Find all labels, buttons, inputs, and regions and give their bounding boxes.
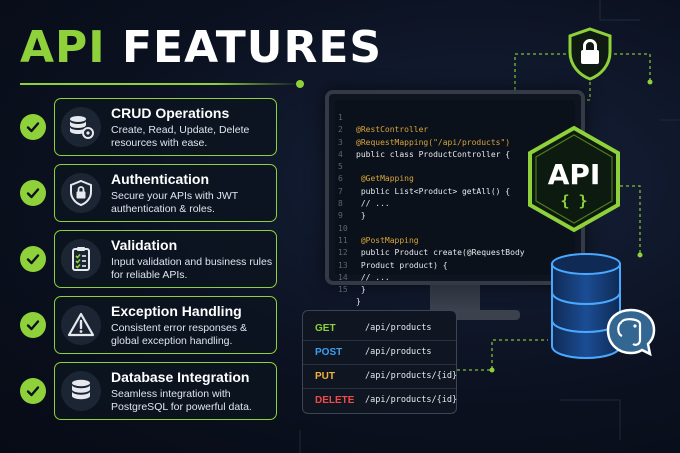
check-icon bbox=[20, 180, 46, 206]
feature-exception-handling: Exception Handling Consistent error resp… bbox=[20, 296, 278, 354]
endpoint-path: /api/products bbox=[365, 323, 432, 333]
code-line: 8 // ... bbox=[338, 199, 390, 209]
endpoint-path: /api/products/{id} bbox=[365, 371, 458, 381]
api-badge-label: API bbox=[547, 158, 601, 191]
check-icon bbox=[20, 246, 46, 272]
check-icon bbox=[20, 312, 46, 338]
code-line: 10 bbox=[338, 223, 348, 233]
feature-validation: Validation Input validation and business… bbox=[20, 230, 278, 288]
endpoints-panel: GET /api/products POST /api/products PUT… bbox=[302, 310, 457, 414]
code-line: 7 public List<Product> getAll() { bbox=[338, 186, 511, 196]
title-highlight: API bbox=[20, 22, 106, 73]
warning-icon bbox=[61, 305, 101, 345]
feature-title: Authentication bbox=[111, 171, 209, 187]
code-line: 1 bbox=[338, 113, 343, 122]
code-line: 15 } bbox=[338, 285, 366, 295]
feature-description: Input validation and business rules for … bbox=[111, 256, 273, 281]
title-underline bbox=[20, 83, 300, 85]
code-line: 12 public Product create(@RequestBody bbox=[338, 248, 525, 258]
http-method: PUT bbox=[315, 371, 335, 382]
feature-title: Validation bbox=[111, 237, 178, 253]
title-underline-dot bbox=[296, 80, 304, 88]
database-gear-icon bbox=[61, 107, 101, 147]
api-hexagon-icon bbox=[528, 125, 620, 233]
endpoint-row-delete: DELETE /api/products/{id} bbox=[303, 389, 458, 413]
code-line: 11 @PostMapping bbox=[338, 235, 419, 245]
code-line: 13 Product product) { bbox=[338, 260, 448, 270]
code-line: 2@RestController bbox=[338, 125, 429, 135]
code-line: } bbox=[356, 297, 361, 307]
api-badge-braces: { } bbox=[560, 192, 588, 210]
lock-shield-icon bbox=[61, 173, 101, 213]
check-icon bbox=[20, 378, 46, 404]
code-line: 9 } bbox=[338, 211, 366, 221]
http-method: DELETE bbox=[315, 395, 355, 406]
feature-description: Secure your APIs with JWT authentication… bbox=[111, 190, 239, 215]
monitor-stand bbox=[430, 285, 480, 311]
endpoint-path: /api/products bbox=[365, 347, 432, 357]
feature-card: CRUD Operations Create, Read, Update, De… bbox=[54, 98, 277, 156]
endpoint-row-put: PUT /api/products/{id} bbox=[303, 365, 458, 389]
feature-description: Seamless integration with PostgreSQL for… bbox=[111, 388, 252, 413]
endpoint-row-post: POST /api/products bbox=[303, 341, 456, 365]
feature-card: Validation Input validation and business… bbox=[54, 230, 277, 288]
feature-crud: CRUD Operations Create, Read, Update, De… bbox=[20, 98, 278, 156]
endpoint-row-get: GET /api/products bbox=[303, 317, 456, 341]
database-stack-icon bbox=[551, 253, 621, 360]
feature-database-integration: Database Integration Seamless integratio… bbox=[20, 362, 278, 420]
feature-card: Database Integration Seamless integratio… bbox=[54, 362, 277, 420]
http-method: POST bbox=[315, 347, 343, 358]
feature-card: Exception Handling Consistent error resp… bbox=[54, 296, 277, 354]
feature-title: Database Integration bbox=[111, 369, 250, 385]
feature-title: Exception Handling bbox=[111, 303, 242, 319]
clipboard-check-icon bbox=[61, 239, 101, 279]
feature-title: CRUD Operations bbox=[111, 105, 230, 121]
code-line: 14 // ... bbox=[338, 272, 390, 282]
code-line: 6 @GetMapping bbox=[338, 174, 414, 184]
postgres-elephant-icon bbox=[606, 308, 656, 357]
page-title: API FEATURES bbox=[20, 22, 382, 74]
check-icon bbox=[20, 114, 46, 140]
endpoint-path: /api/products/{id} bbox=[365, 395, 458, 405]
code-line: 5 bbox=[338, 162, 343, 172]
feature-authentication: Authentication Secure your APIs with JWT… bbox=[20, 164, 278, 222]
http-method: GET bbox=[315, 323, 336, 334]
lock-shield-icon bbox=[568, 27, 612, 81]
feature-description: Consistent error responses & global exce… bbox=[111, 322, 247, 347]
code-line: 3@RequestMapping("/api/products") bbox=[338, 137, 511, 147]
feature-card: Authentication Secure your APIs with JWT… bbox=[54, 164, 277, 222]
database-icon bbox=[61, 371, 101, 411]
feature-description: Create, Read, Update, Delete resources w… bbox=[111, 124, 250, 149]
title-rest: FEATURES bbox=[122, 22, 383, 73]
code-block: 1 2@RestController 3@RequestMapping("/ap… bbox=[338, 112, 525, 309]
